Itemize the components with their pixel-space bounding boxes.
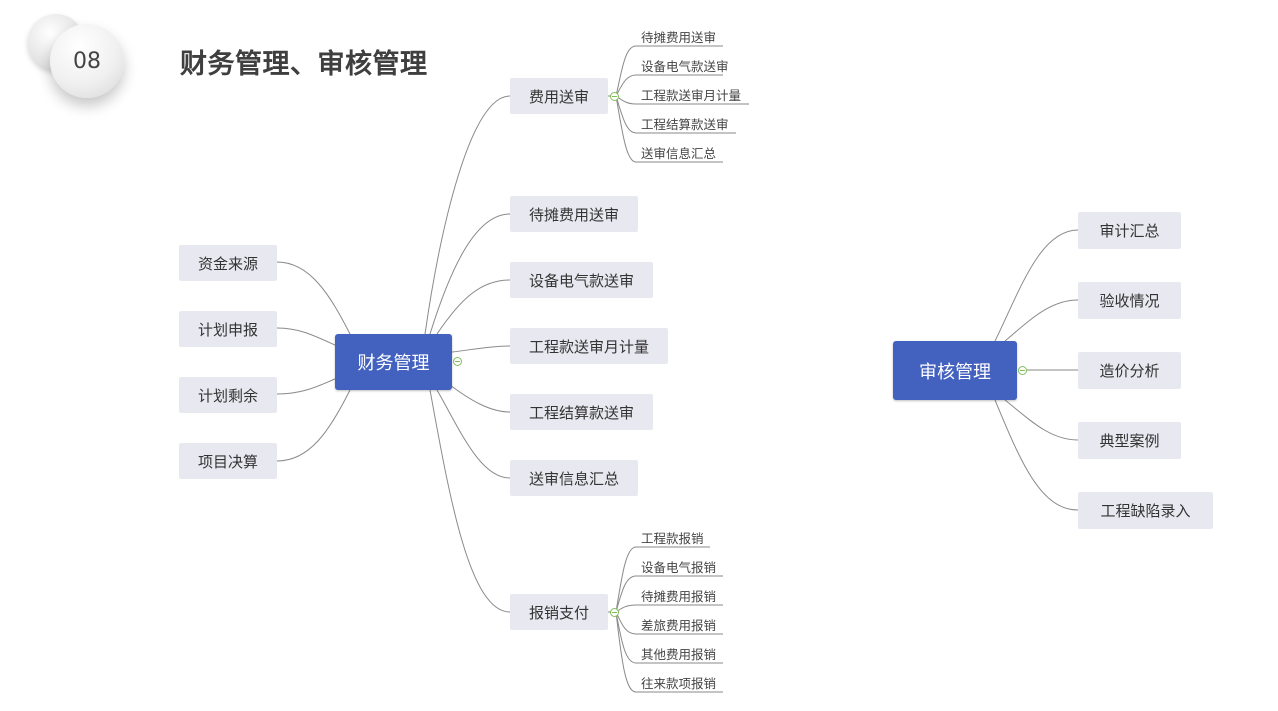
leaf-fee-review-5[interactable]: 送审信息汇总 — [641, 146, 717, 161]
reimbursement-collapse-toggle-icon[interactable] — [610, 608, 619, 617]
connector-fee-4 — [615, 95, 736, 134]
node-equipment-review[interactable]: 设备电气款送审 — [510, 262, 653, 298]
connector-reimb-2 — [615, 575, 723, 613]
leaf-reimbursement-5[interactable]: 其他费用报销 — [641, 647, 717, 662]
finance-collapse-toggle-icon[interactable] — [453, 357, 462, 366]
connector-audit-1 — [994, 229, 1079, 342]
node-defect-entry[interactable]: 工程缺陷录入 — [1078, 492, 1213, 529]
node-review-summary[interactable]: 送审信息汇总 — [510, 460, 638, 496]
connector-right-2 — [429, 213, 511, 335]
connector-fee-1 — [615, 45, 723, 97]
connector-audit-5 — [994, 399, 1079, 511]
node-project-settlement[interactable]: 项目决算 — [179, 443, 277, 479]
node-fund-source[interactable]: 资金来源 — [179, 245, 277, 281]
node-fee-review[interactable]: 费用送审 — [510, 78, 608, 114]
connector-reimb-4 — [615, 611, 723, 635]
connector-audit-4 — [1004, 399, 1079, 441]
slide-number-badge: 08 — [28, 14, 138, 124]
connector-left-4 — [276, 389, 351, 462]
node-reimbursement[interactable]: 报销支付 — [510, 594, 608, 630]
page-title: 财务管理、审核管理 — [180, 49, 428, 80]
leaf-reimbursement-2[interactable]: 设备电气报销 — [641, 560, 717, 575]
node-monthly-measurement[interactable]: 工程款送审月计量 — [510, 328, 668, 364]
connector-fee-5 — [615, 95, 723, 163]
connector-reimb-1 — [615, 546, 710, 613]
connector-reimb-6 — [615, 611, 723, 693]
leaf-fee-review-4[interactable]: 工程结算款送审 — [641, 117, 729, 132]
finance-root-node[interactable]: 财务管理 — [335, 334, 452, 390]
node-settlement-review[interactable]: 工程结算款送审 — [510, 394, 653, 430]
connector-right-6 — [436, 389, 511, 479]
connector-left-1 — [276, 261, 351, 335]
leaf-reimbursement-3[interactable]: 待摊费用报销 — [641, 589, 717, 604]
leaf-fee-review-1[interactable]: 待摊费用送审 — [641, 30, 717, 45]
node-typical-cases[interactable]: 典型案例 — [1078, 422, 1181, 459]
node-audit-summary[interactable]: 审计汇总 — [1078, 212, 1181, 249]
connector-right-7 — [429, 389, 511, 613]
leaf-fee-review-3[interactable]: 工程款送审月计量 — [641, 88, 742, 103]
connector-left-3 — [276, 377, 338, 395]
connector-right-5 — [449, 384, 511, 413]
connector-reimb-3 — [615, 604, 723, 613]
node-acceptance-status[interactable]: 验收情况 — [1078, 282, 1181, 319]
audit-root-node[interactable]: 审核管理 — [893, 341, 1017, 400]
audit-collapse-toggle-icon[interactable] — [1018, 366, 1027, 375]
leaf-reimbursement-1[interactable]: 工程款报销 — [641, 531, 704, 546]
connector-right-4 — [451, 345, 511, 353]
slide-number: 08 — [50, 24, 124, 98]
fee-review-collapse-toggle-icon[interactable] — [610, 92, 619, 101]
connector-left-2 — [276, 327, 338, 347]
connector-right-1 — [424, 95, 511, 335]
node-plan-remaining[interactable]: 计划剩余 — [179, 377, 277, 413]
leaf-fee-review-2[interactable]: 设备电气款送审 — [641, 59, 729, 74]
connector-right-3 — [436, 279, 511, 335]
leaf-reimbursement-4[interactable]: 差旅费用报销 — [641, 618, 717, 633]
connector-reimb-5 — [615, 611, 723, 664]
node-plan-report[interactable]: 计划申报 — [179, 311, 277, 347]
node-cost-analysis[interactable]: 造价分析 — [1078, 352, 1181, 389]
leaf-reimbursement-6[interactable]: 往来款项报销 — [641, 676, 717, 691]
connector-audit-2 — [1004, 299, 1079, 342]
node-amortized-fee-review[interactable]: 待摊费用送审 — [510, 196, 638, 232]
